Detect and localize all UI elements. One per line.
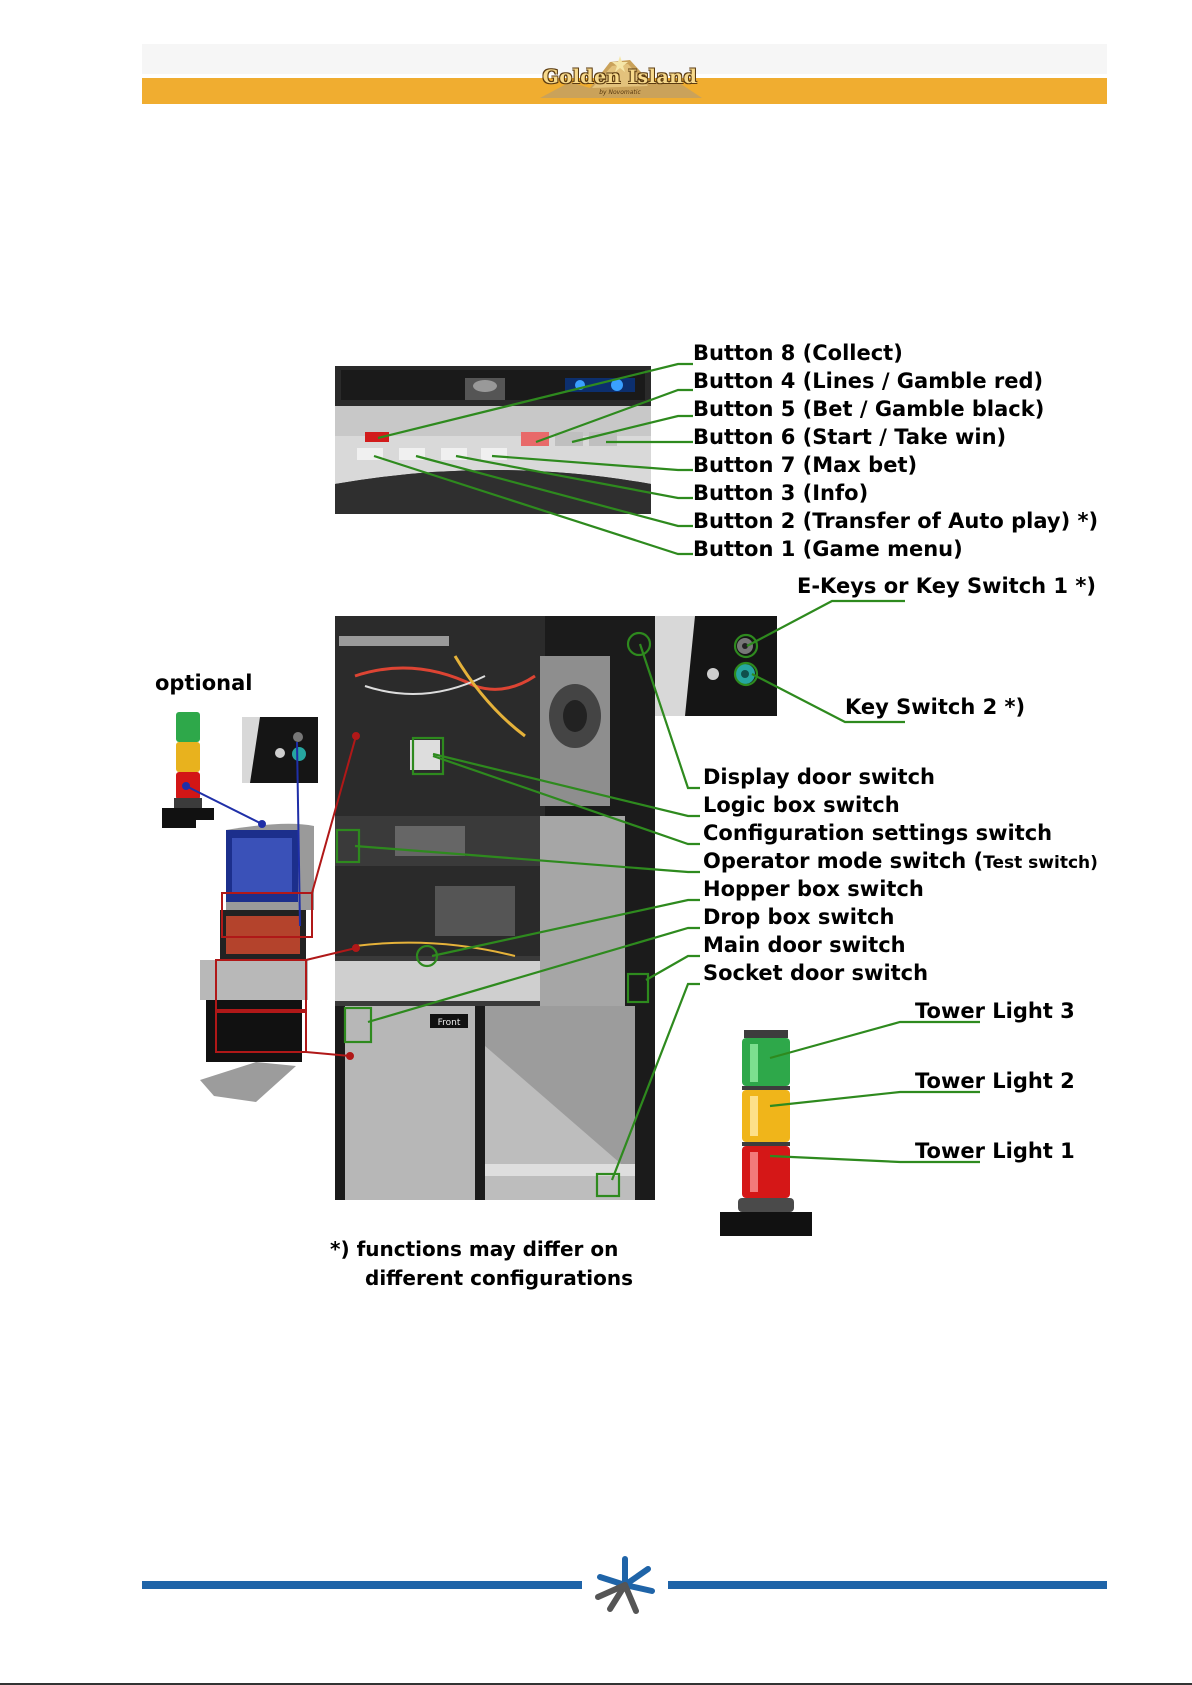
footer-line-right	[668, 1581, 1107, 1589]
label-button-6: Button 6 (Start / Take win)	[693, 425, 1007, 449]
label-logic-box-switch: Logic box switch	[703, 793, 900, 817]
operator-mode-text: Operator mode switch (	[703, 849, 984, 873]
key-switch-panel-photo	[655, 616, 777, 716]
label-button-1: Button 1 (Game menu)	[693, 537, 963, 561]
bottom-rule	[0, 1683, 1192, 1685]
label-button-5: Button 5 (Bet / Gamble black)	[693, 397, 1045, 421]
label-tower-light-3: Tower Light 3	[915, 999, 1075, 1023]
test-switch-text: Test switch)	[983, 853, 1098, 873]
label-key-switch-2: Key Switch 2 *)	[845, 695, 1026, 719]
button-panel-photo	[335, 366, 651, 514]
slot-machine-photo	[196, 820, 318, 1104]
golden-island-logo	[540, 56, 702, 98]
label-operator-mode-switch: Operator mode switch (Test switch)	[703, 848, 1098, 876]
tower-light-photo	[720, 1030, 812, 1236]
label-tower-light-2: Tower Light 2	[915, 1069, 1075, 1093]
optional-key-photo	[242, 717, 318, 783]
label-socket-door-switch: Socket door switch	[703, 961, 929, 985]
label-button-2: Button 2 (Transfer of Auto play) *)	[693, 509, 1099, 533]
label-optional: optional	[155, 671, 253, 695]
logo-subtitle: by Novomatic	[599, 89, 641, 96]
optional-tower-light-photo	[162, 710, 214, 828]
logo-text: Golden Island	[542, 66, 698, 88]
label-display-door-switch: Display door switch	[703, 765, 935, 789]
label-hopper-box-switch: Hopper box switch	[703, 877, 924, 901]
label-button-8: Button 8 (Collect)	[693, 341, 903, 365]
footnote-line-1: *) functions may differ on	[330, 1237, 619, 1261]
label-drop-box-switch: Drop box switch	[703, 905, 895, 929]
label-button-3: Button 3 (Info)	[693, 481, 869, 505]
footer-line-left	[142, 1581, 582, 1589]
front-tag: Front	[438, 1018, 461, 1028]
label-ekeys: E-Keys or Key Switch 1 *)	[797, 574, 1096, 598]
label-button-7: Button 7 (Max bet)	[693, 453, 918, 477]
label-configuration-switch: Configuration settings switch	[703, 821, 1053, 845]
label-tower-light-1: Tower Light 1	[915, 1139, 1075, 1163]
label-main-door-switch: Main door switch	[703, 933, 906, 957]
cabinet-interior-photo: Front	[335, 616, 655, 1200]
star-logo-icon	[595, 1556, 655, 1614]
label-button-4: Button 4 (Lines / Gamble red)	[693, 369, 1044, 393]
footnote-line-2: different configurations	[365, 1266, 633, 1290]
